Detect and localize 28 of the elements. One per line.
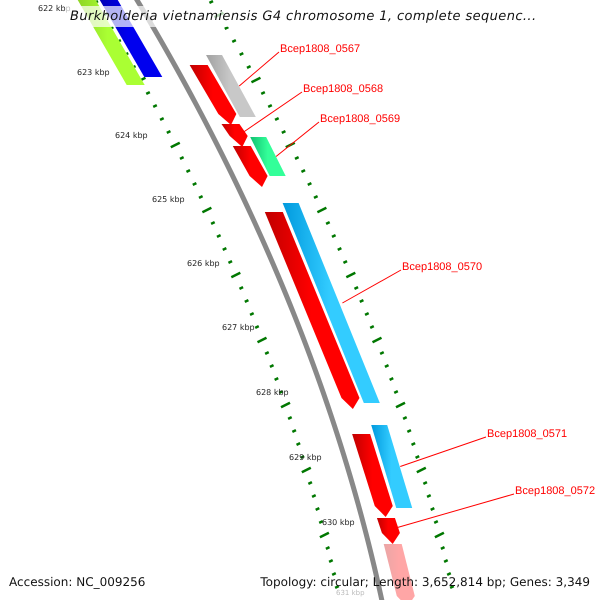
scale-label: 624 kbp: [115, 131, 148, 140]
gene-label: Bcep1808_0572: [515, 485, 596, 497]
gene-bar: [250, 137, 286, 176]
leader-line: [243, 92, 302, 132]
leader-line: [342, 270, 402, 304]
summary-text: Topology: circular; Length: 3,652,814 bp; Genes: 3,349: [260, 575, 590, 589]
gene-bar: [371, 425, 412, 508]
scale-label: 628 kbp: [256, 388, 289, 397]
scale-label: 629 kbp: [289, 453, 322, 462]
leader-line: [238, 52, 280, 86]
scale-label: 625 kbp: [152, 195, 185, 204]
gene-label: Bcep1808_0567: [280, 43, 360, 55]
accession-text: Accession: NC_009256: [9, 575, 146, 589]
scale-label: 630 kbp: [322, 518, 355, 527]
leader-line: [400, 436, 486, 467]
leader-line: [396, 494, 514, 528]
scale-label: 623 kbp: [77, 68, 110, 77]
scale-label: 622 kbp: [38, 4, 71, 13]
gene-bar: [206, 55, 256, 117]
scale-label: 626 kbp: [187, 259, 220, 268]
gene-bar: [376, 518, 400, 544]
leader-line: [276, 122, 320, 157]
scale-label: 627 kbp: [222, 323, 255, 332]
gene-label: Bcep1808_0570: [402, 261, 482, 273]
gene-label: Bcep1808_0569: [320, 113, 400, 125]
gene-label: Bcep1808_0571: [487, 428, 568, 440]
gene-label: Bcep1808_0568: [303, 83, 384, 95]
gene-bar: [221, 124, 248, 147]
